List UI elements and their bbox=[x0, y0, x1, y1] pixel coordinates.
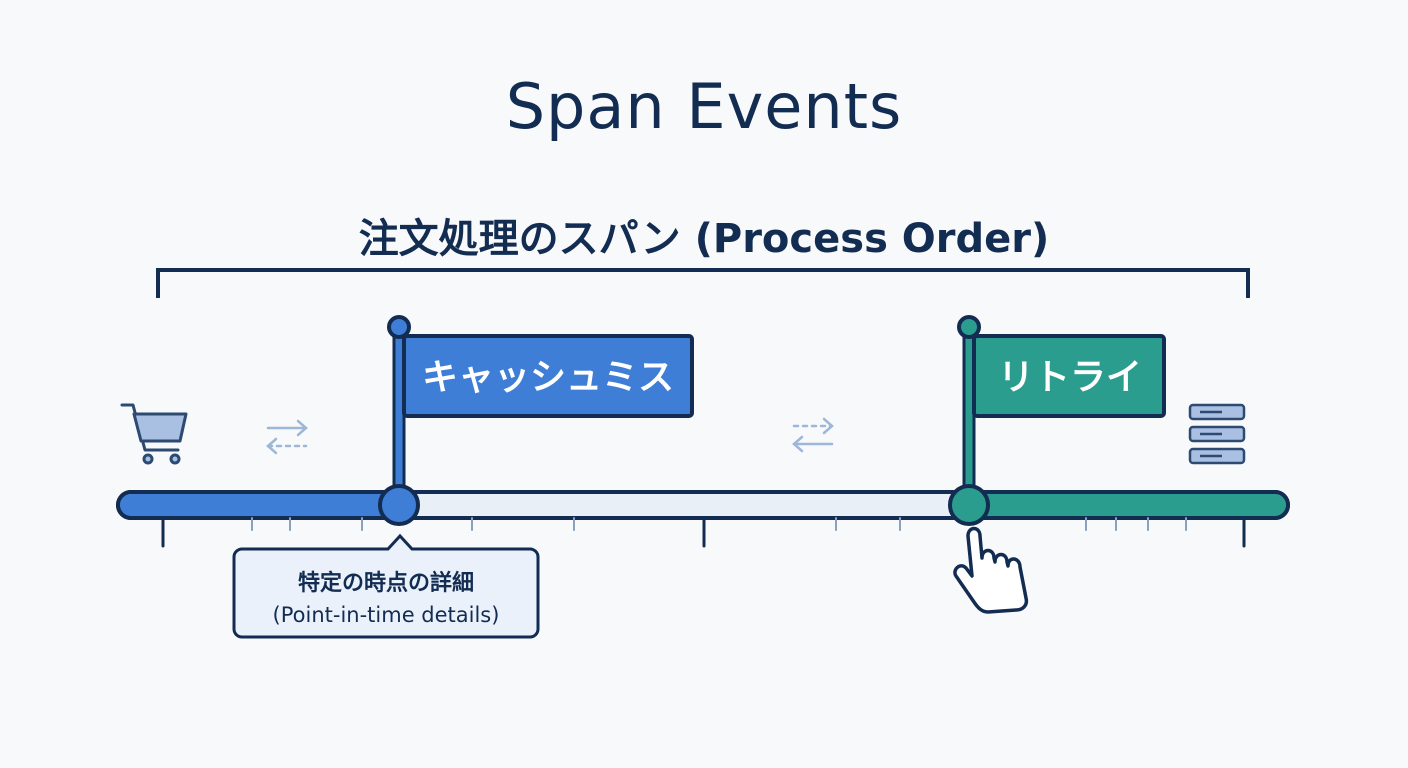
callout-text: 特定の時点の詳細 (Point-in-time details) bbox=[232, 547, 540, 639]
event-marker-cache-miss bbox=[378, 484, 420, 526]
bidirectional-arrows-icon-2 bbox=[792, 417, 834, 453]
pointing-hand-cursor-icon bbox=[953, 526, 1029, 614]
event-flag-cache-miss bbox=[378, 315, 694, 526]
timeline-ticks bbox=[161, 516, 1246, 548]
event-flag-retry bbox=[948, 315, 1166, 526]
page-title: Span Events bbox=[505, 70, 903, 143]
callout-box bbox=[232, 533, 540, 639]
callout-line-en: (Point-in-time details) bbox=[272, 603, 500, 627]
shopping-cart-icon bbox=[120, 403, 188, 465]
callout-line-jp: 特定の時点の詳細 bbox=[297, 571, 474, 596]
event-marker-retry[interactable] bbox=[948, 484, 990, 526]
span-bracket bbox=[156, 268, 1250, 298]
event-label-retry: リトライ bbox=[997, 357, 1142, 398]
timeline-segment-blue bbox=[120, 494, 398, 516]
timeline-track bbox=[116, 490, 1290, 520]
server-stack-icon bbox=[1188, 403, 1246, 465]
event-label-cache-miss: キャッシュミス bbox=[421, 357, 674, 398]
span-label: 注文処理のスパン (Process Order) bbox=[358, 216, 1050, 262]
timeline-segment-teal bbox=[968, 494, 1286, 516]
bidirectional-arrows-icon bbox=[266, 419, 308, 455]
